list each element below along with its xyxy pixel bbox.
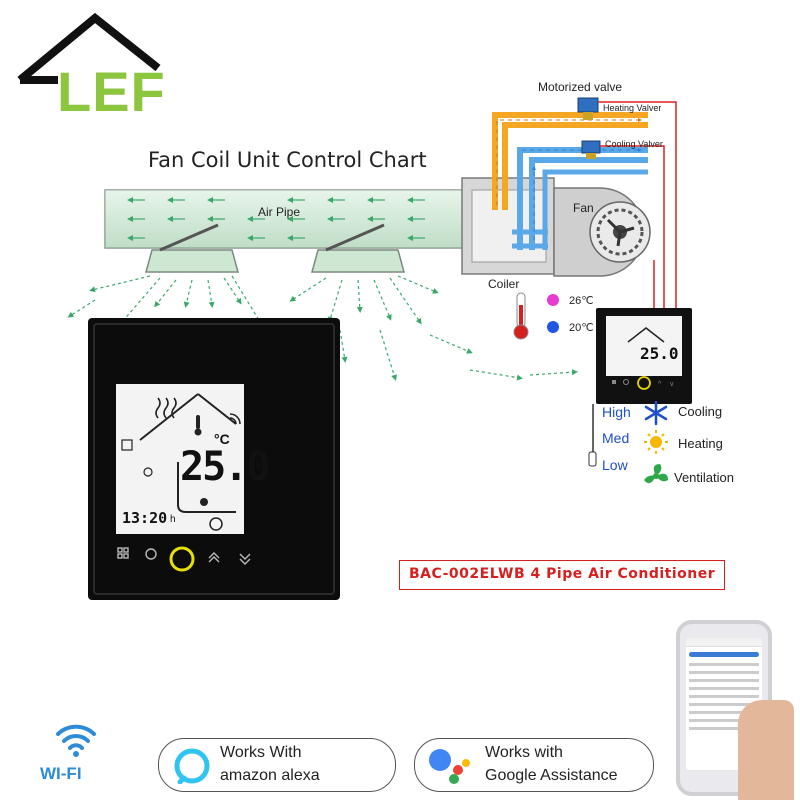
- air-diffuser-left: [145, 223, 239, 273]
- air-pipe-label: Air Pipe: [258, 205, 301, 219]
- cold-indicator-dot: [547, 321, 559, 333]
- thermometer-icon: [513, 292, 529, 340]
- mode-cooling-label: Cooling: [678, 404, 723, 419]
- alexa-line2: amazon alexa: [220, 767, 320, 784]
- speed-med-label: Med: [602, 430, 630, 446]
- room-airflow-arrows: [67, 275, 578, 381]
- google-assistant-icon: [429, 749, 470, 784]
- alexa-icon: [174, 748, 210, 784]
- hand-image: [738, 700, 794, 800]
- chart-title: Fan Coil Unit Control Chart: [148, 148, 427, 172]
- model-banner: [399, 560, 725, 590]
- thermostat-unit: °C: [214, 431, 230, 447]
- hot-temperature-label: 26℃: [569, 295, 594, 307]
- heating-valve-icon: [577, 97, 599, 120]
- speed-high-label: High: [602, 404, 631, 420]
- thermostat-clock: 13:20: [122, 509, 168, 527]
- cooling-valve-label: Cooling Valver: [605, 139, 663, 149]
- brand-logo: LEF: [57, 60, 166, 123]
- snowflake-icon: [644, 400, 668, 426]
- svg-text:^: ^: [658, 381, 662, 388]
- google-line2: Google Assistance: [485, 767, 618, 784]
- fan-unit: [553, 187, 651, 277]
- cooling-valve-icon: [581, 140, 601, 159]
- mode-ventilation-label: Ventilation: [674, 470, 734, 485]
- thermostat-clock-suffix: h: [170, 514, 176, 525]
- heating-valve-label: Heating Valver: [603, 103, 662, 113]
- coiler-label: Coiler: [488, 277, 520, 291]
- sun-icon: [644, 430, 668, 454]
- fan-label: Fan: [573, 201, 594, 215]
- wifi-icon: [56, 724, 96, 757]
- ventilation-fan-icon: [644, 464, 668, 484]
- air-diffuser-right: [311, 223, 405, 273]
- air-duct: [104, 189, 466, 249]
- speed-selector-wire: [588, 404, 597, 467]
- speed-low-label: Low: [602, 457, 628, 473]
- alexa-line1: Works With: [220, 744, 302, 761]
- motorized-valve-label: Motorized valve: [538, 80, 623, 94]
- wifi-label: WI-FI: [40, 764, 82, 783]
- thermostat-device: [88, 318, 340, 600]
- control-wires: [598, 101, 677, 310]
- logo-house-icon: [17, 12, 161, 84]
- hot-indicator-dot: [547, 294, 559, 306]
- cold-temperature-label: 20℃: [569, 322, 594, 334]
- duct-airflow-arrows: [127, 197, 425, 241]
- small-thermostat: ^ v: [596, 308, 692, 404]
- heating-pipes: [492, 112, 648, 210]
- alexa-badge: [158, 738, 396, 792]
- small-thermostat-temperature: 25.0: [640, 344, 679, 363]
- thermostat-temperature: 25.0: [180, 444, 270, 490]
- cooling-pipes: [512, 147, 648, 250]
- model-name: BAC-002ELWB 4 Pipe Air Conditioner: [409, 566, 716, 582]
- google-line1: Works with: [485, 744, 563, 761]
- svg-text:v: v: [670, 381, 674, 388]
- mode-heating-label: Heating: [678, 436, 723, 451]
